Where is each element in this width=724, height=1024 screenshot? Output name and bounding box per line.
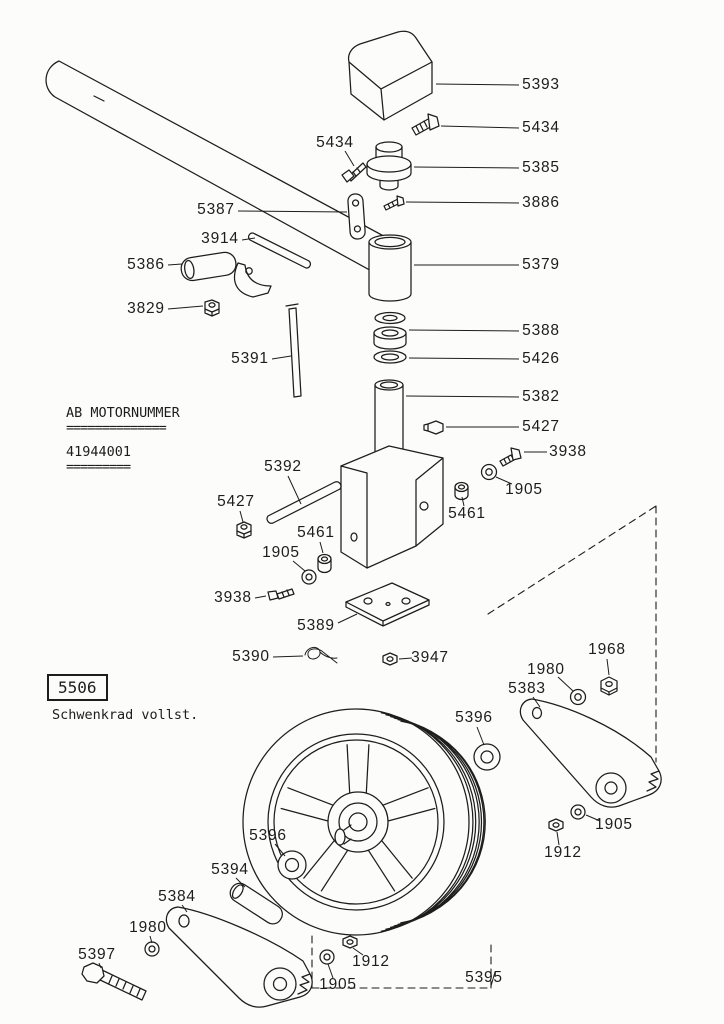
part-label-1905: 1905 bbox=[505, 481, 543, 498]
part-label-5394: 5394 bbox=[211, 861, 249, 878]
part-label-5395: 5395 bbox=[465, 969, 503, 986]
assembly-number-box: 5506 bbox=[47, 674, 108, 701]
part-label-3938: 3938 bbox=[549, 443, 587, 460]
part-5386-tube bbox=[180, 251, 237, 282]
part-label-5388: 5388 bbox=[522, 322, 560, 339]
part-label-5386: 5386 bbox=[127, 256, 165, 273]
part-5392-rod bbox=[266, 481, 342, 524]
part-5389-plate bbox=[345, 582, 430, 627]
part-label-5385: 5385 bbox=[522, 159, 560, 176]
part-3947-nut bbox=[382, 652, 398, 666]
part-label-5384: 5384 bbox=[158, 888, 196, 905]
part-5427-nut-left bbox=[236, 521, 252, 539]
part-label-5382: 5382 bbox=[522, 388, 560, 405]
part-label-5379: 5379 bbox=[522, 256, 560, 273]
part-1905-washer-b bbox=[301, 569, 317, 585]
part-label-3914: 3914 bbox=[201, 230, 239, 247]
part-5385-bearing-cap bbox=[366, 141, 412, 191]
part-3938-screw-left bbox=[267, 588, 295, 601]
part-5391-pin bbox=[285, 303, 302, 398]
part-label-1912: 1912 bbox=[352, 953, 390, 970]
part-label-5397: 5397 bbox=[78, 946, 116, 963]
part-1980-washer-right bbox=[569, 688, 587, 706]
part-label-5427: 5427 bbox=[217, 493, 255, 510]
part-3938-screw-right bbox=[499, 447, 522, 467]
part-label-5391: 5391 bbox=[231, 350, 269, 367]
part-5393-cover-box bbox=[347, 30, 433, 121]
part-label-5461: 5461 bbox=[448, 505, 486, 522]
part-label-1905: 1905 bbox=[595, 816, 633, 833]
axle-stub bbox=[334, 824, 352, 846]
part-5390-spring-clip bbox=[304, 647, 338, 664]
part-5396-bearing-left bbox=[277, 850, 307, 880]
part-1905-washer-d bbox=[570, 804, 586, 820]
arm-teeth-left bbox=[297, 973, 311, 995]
part-3829-nut bbox=[204, 299, 220, 317]
part-label-1980: 1980 bbox=[129, 919, 167, 936]
subassembly-dashed-outline bbox=[311, 505, 657, 989]
wheel bbox=[242, 708, 486, 936]
part-1905-washer-c bbox=[319, 949, 335, 965]
assembly-name: Schwenkrad vollst. bbox=[52, 707, 199, 723]
part-3886-screw bbox=[383, 195, 405, 211]
part-label-5427: 5427 bbox=[522, 418, 560, 435]
part-label-1912: 1912 bbox=[544, 844, 582, 861]
part-1980-washer-left bbox=[144, 941, 160, 957]
part-label-5392: 5392 bbox=[264, 458, 302, 475]
part-1905-washer-a bbox=[480, 463, 498, 481]
part-5384-swing-arm-left bbox=[165, 906, 313, 1008]
part-5382-stem-tube bbox=[374, 379, 404, 453]
part-5387-bracket bbox=[347, 193, 366, 240]
part-label-5434: 5434 bbox=[316, 134, 354, 151]
part-label-3947: 3947 bbox=[411, 649, 449, 666]
note-line-2: 41944001 bbox=[66, 444, 132, 461]
fork-bracket bbox=[340, 445, 444, 569]
wheel-spokes bbox=[280, 744, 436, 892]
part-label-3829: 3829 bbox=[127, 300, 165, 317]
part-label-1905: 1905 bbox=[319, 976, 357, 993]
assembly-number: 5506 bbox=[58, 678, 97, 697]
part-5383-swing-arm-right bbox=[519, 698, 662, 808]
motor-number-note: AB MOTORNUMMER ============== 41944001 =… bbox=[66, 406, 180, 474]
part-5427-bolt-right bbox=[423, 420, 444, 435]
part-5388-bearing bbox=[373, 311, 407, 350]
part-label-5396: 5396 bbox=[249, 827, 287, 844]
part-label-1968: 1968 bbox=[588, 641, 626, 658]
part-label-5387: 5387 bbox=[197, 201, 235, 218]
part-1968-nut bbox=[600, 676, 618, 696]
part-5397-bolt bbox=[81, 962, 147, 1001]
note-rule-1: ============== bbox=[66, 419, 167, 436]
part-label-3938: 3938 bbox=[214, 589, 252, 606]
part-label-1980: 1980 bbox=[527, 661, 565, 678]
arm-teeth-right bbox=[646, 770, 660, 792]
part-5434-bolt-right bbox=[411, 113, 440, 136]
part-label-5434: 5434 bbox=[522, 119, 560, 136]
note-line-1: AB MOTORNUMMER bbox=[66, 405, 180, 421]
part-label-5426: 5426 bbox=[522, 350, 560, 367]
handle-tube bbox=[45, 60, 405, 280]
note-rule-2: ========= bbox=[66, 458, 131, 475]
latch-arm bbox=[233, 262, 272, 298]
part-5426-ring bbox=[373, 350, 407, 364]
part-1912-nut-bottom bbox=[342, 935, 358, 949]
part-5461-bushing-center bbox=[317, 553, 332, 574]
part-3914-rod bbox=[248, 232, 311, 269]
part-label-5393: 5393 bbox=[522, 76, 560, 93]
part-label-3886: 3886 bbox=[522, 194, 560, 211]
part-label-5396: 5396 bbox=[455, 709, 493, 726]
part-label-1905: 1905 bbox=[262, 544, 300, 561]
part-label-5389: 5389 bbox=[297, 617, 335, 634]
part-5379-cylinder bbox=[368, 234, 412, 302]
part-label-5461: 5461 bbox=[297, 524, 335, 541]
part-label-5383: 5383 bbox=[508, 680, 546, 697]
part-5396-bearing-right bbox=[473, 743, 501, 771]
part-1912-nut-right bbox=[548, 818, 564, 832]
part-5434-bolt-left bbox=[341, 162, 367, 183]
part-label-5390: 5390 bbox=[232, 648, 270, 665]
part-5461-bushing-right bbox=[454, 481, 469, 501]
